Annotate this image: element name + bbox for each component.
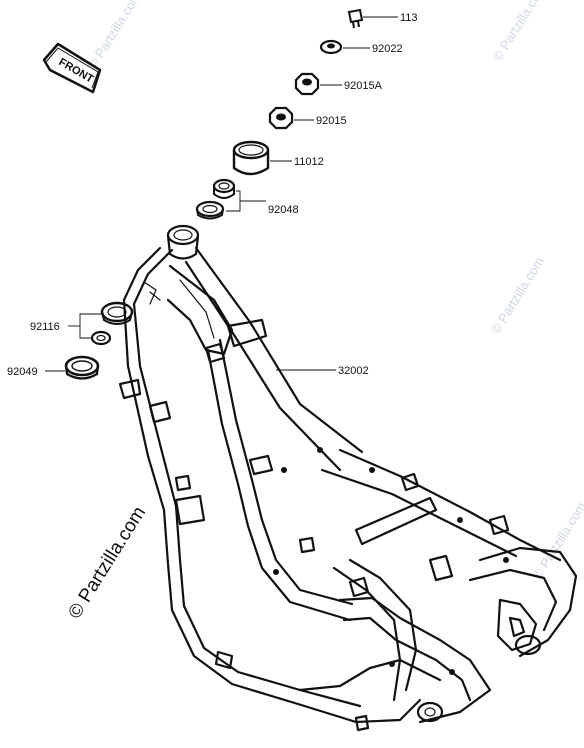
watermark-main: © Partzilla.com — [64, 503, 150, 623]
bolt-113 — [347, 8, 398, 29]
part-label-92015a: 92015A — [344, 80, 383, 92]
nut-92015a — [294, 72, 342, 96]
watermark-text: © Partzilla.com — [488, 254, 547, 336]
part-label-11012: 11012 — [294, 156, 324, 168]
part-label-113: 113 — [400, 12, 418, 24]
part-label-92116: 92116 — [30, 321, 60, 333]
watermark-text: © Partzilla.com — [530, 499, 584, 581]
part-label-92015: 92015 — [316, 115, 347, 127]
cap-11012 — [232, 140, 292, 176]
part-label-32002: 32002 — [338, 365, 369, 377]
oil-seal-92049 — [45, 355, 100, 380]
part-label-92049: 92049 — [7, 366, 38, 378]
part-label-92048: 92048 — [268, 204, 299, 216]
watermark-text: © Partzilla.com — [490, 0, 549, 64]
washer-92022 — [319, 39, 370, 55]
seal-92116 — [68, 301, 134, 346]
nut-92015 — [268, 106, 314, 130]
front-arrow-badge: FRONT — [42, 42, 102, 94]
bearing-92048 — [195, 178, 266, 220]
frame-32002 — [118, 224, 578, 732]
watermark-text: © Partzilla.com — [85, 0, 144, 72]
part-label-92022: 92022 — [372, 43, 403, 55]
